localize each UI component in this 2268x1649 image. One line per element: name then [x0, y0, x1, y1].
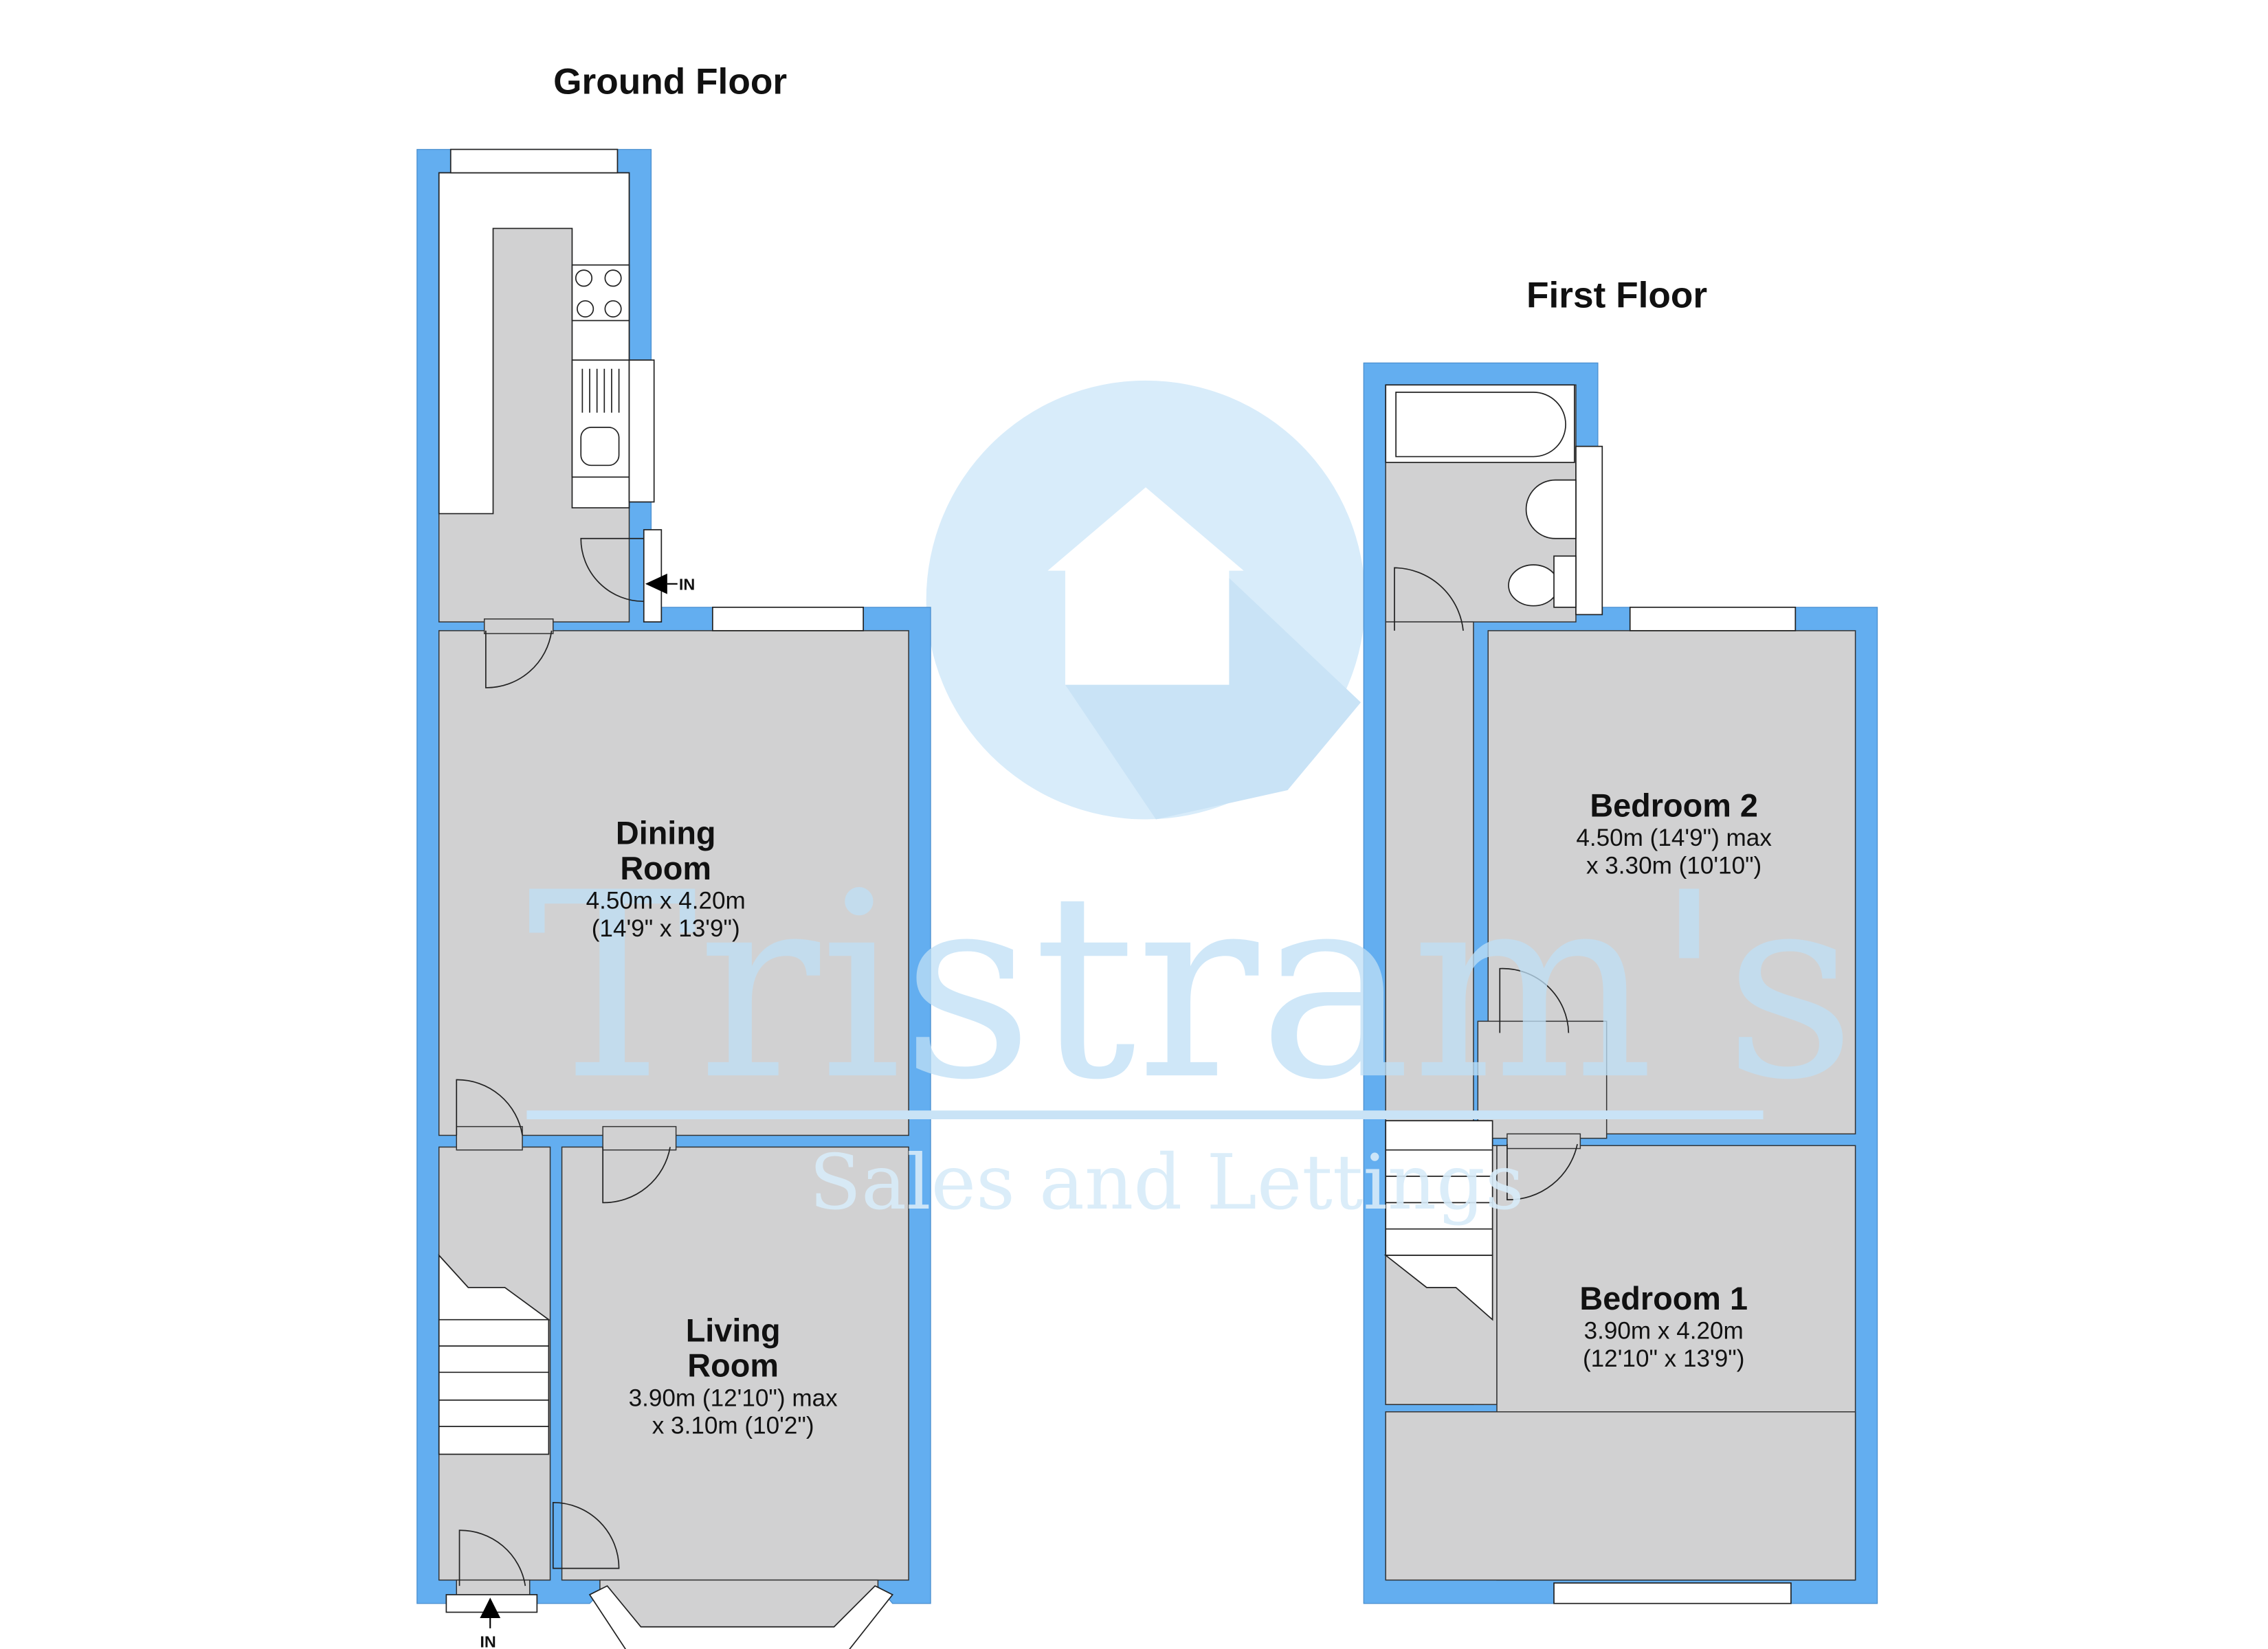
ground-floor-title: Ground Floor	[553, 62, 787, 102]
watermark-tagline: Sales and Lettings	[809, 1138, 1524, 1227]
room-name: Dining	[616, 816, 716, 851]
room-label-living-room: Living Room 3.90m (12'10") max x 3.10m (…	[629, 1313, 838, 1439]
room-name: Living	[686, 1313, 781, 1349]
room-name: Room	[687, 1348, 779, 1384]
room-dimensions: (12'10" x 13'9")	[1583, 1345, 1744, 1372]
room-dimensions: 3.90m (12'10") max	[629, 1384, 838, 1411]
staircase	[1383, 1120, 1493, 1321]
room-label-bedroom-1: Bedroom 1 3.90m x 4.20m (12'10" x 13'9")	[1579, 1281, 1748, 1372]
first-floor-title: First Floor	[1526, 275, 1707, 315]
watermark-logo	[926, 380, 1366, 820]
staircase	[438, 1253, 551, 1455]
room-dimensions: 4.50m x 4.20m	[586, 887, 746, 914]
room-name: Room	[620, 851, 711, 886]
room-name: Bedroom 2	[1590, 787, 1758, 823]
entrance-label: IN	[679, 575, 695, 593]
ground-floor-plan: IN IN	[416, 148, 931, 1649]
room-dimensions: 3.90m x 4.20m	[1584, 1317, 1744, 1344]
first-floor-plan	[1363, 362, 1878, 1604]
room-label-bedroom-2: Bedroom 2 4.50m (14'9") max x 3.30m (10'…	[1576, 787, 1772, 879]
watermark-brand: Tristram's	[526, 838, 1856, 1136]
entrance-label: IN	[480, 1633, 496, 1649]
room-label-dining-room: Dining Room 4.50m x 4.20m (14'9" x 13'9"…	[586, 816, 746, 942]
room-dimensions: x 3.10m (10'2")	[652, 1413, 814, 1439]
room-dimensions: x 3.30m (10'10")	[1586, 852, 1761, 879]
entrance-arrow-icon	[645, 573, 667, 594]
room-name: Bedroom 1	[1579, 1281, 1748, 1316]
room-dimensions: (14'9" x 13'9")	[592, 915, 740, 942]
entrance-arrow-icon	[480, 1597, 501, 1618]
room-dimensions: 4.50m (14'9") max	[1576, 824, 1772, 851]
